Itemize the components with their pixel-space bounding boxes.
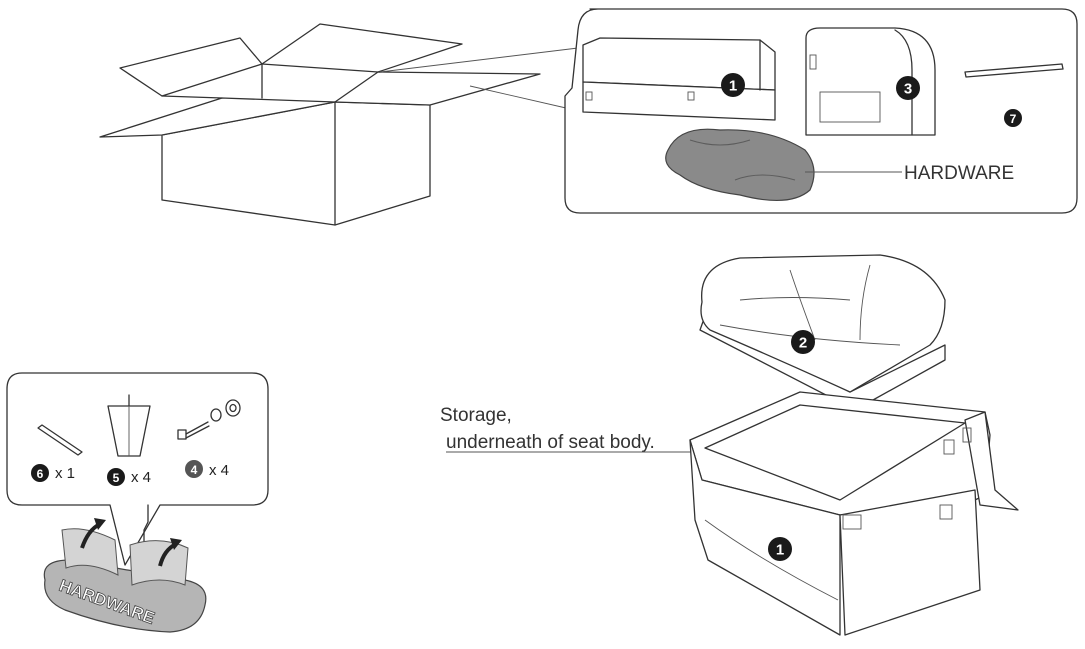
part-1-number: 1 [729,78,737,95]
box-contents-panel: 1 3 7 HARDWARE [564,8,1078,214]
hardware-kit-panel: 6 x 1 5 x 4 4 x 4 [6,372,269,566]
part-2-number: 2 [799,335,807,352]
part-7-rod [964,63,1064,78]
part-6-quantity: x 1 [55,465,75,482]
part-7-number: 7 [1010,112,1017,126]
part-6-badge: 6 [31,464,49,482]
seat-cushion [699,254,946,411]
part-6-number: 6 [37,467,44,481]
callout-line [469,85,567,109]
part-2-badge: 2 [791,330,815,354]
callout-line [379,47,579,73]
storage-note-line1: Storage, [440,405,512,426]
part-4-bolt-washers [177,399,241,440]
part-3-side-panel [805,27,936,136]
body-number: 1 [776,542,784,559]
part-4-quantity: x 4 [209,462,229,479]
allen-key [143,504,149,546]
part-3-number: 3 [904,81,912,98]
part-5-badge: 5 [107,468,125,486]
open-shipping-box [99,23,541,226]
part-1-badge: 1 [721,73,745,97]
part-3-badge: 3 [896,76,920,100]
storage-body [689,391,1019,636]
part-6-rod [37,424,83,456]
part-5-quantity: x 4 [131,469,151,486]
part-5-number: 5 [113,471,120,485]
part-1-seat-body [582,37,776,121]
hardware-bag [665,128,815,202]
part-5-leg [107,394,151,457]
hardware-label: HARDWARE [904,163,1014,184]
storage-note-line2: underneath of seat body. [446,432,655,453]
part-4-badge: 4 [185,460,203,478]
open-hardware-bag: HARDWARE [43,518,207,633]
part-1-body-badge: 1 [768,537,792,561]
part-4-number: 4 [191,463,198,477]
part-7-badge: 7 [1004,109,1022,127]
